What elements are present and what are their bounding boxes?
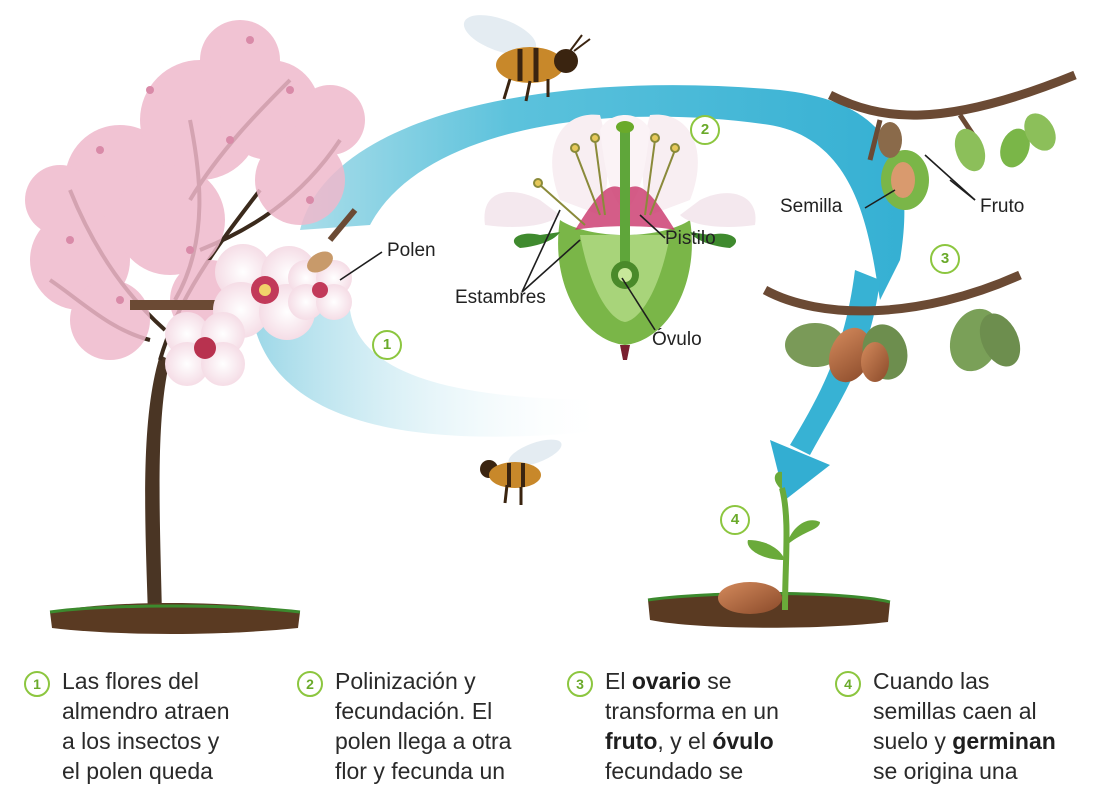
caption-step-3: 3 El ovario se transforma en un fruto, y… (605, 666, 865, 786)
caption-number: 1 (24, 671, 50, 697)
label-fruto: Fruto (980, 196, 1024, 218)
badge-step-2: 2 (690, 115, 720, 145)
bee-top (459, 7, 590, 101)
caption-number: 2 (297, 671, 323, 697)
badge-step-3: 3 (930, 244, 960, 274)
label-pistilo: Pistilo (665, 228, 716, 250)
caption-number: 4 (835, 671, 861, 697)
badge-step-1: 1 (372, 330, 402, 360)
pollination-diagram: Polen Pistilo Estambres Óvulo Semilla Fr… (0, 0, 1107, 640)
label-polen: Polen (387, 240, 436, 262)
badge-step-4: 4 (720, 505, 750, 535)
seedling (648, 472, 890, 628)
caption-number: 3 (567, 671, 593, 697)
caption-step-2: 2 Polinización y fecundación. El polen l… (335, 666, 595, 786)
label-ovulo: Óvulo (652, 329, 702, 351)
branch-almonds (765, 275, 1028, 388)
label-semilla: Semilla (780, 196, 842, 218)
step-captions: 1 Las flores del almendro atraen a los i… (0, 660, 1107, 790)
bee-bottom (480, 434, 565, 505)
caption-step-4: 4 Cuando las semillas caen al suelo y ge… (873, 666, 1107, 786)
tree-trunk (145, 355, 170, 615)
caption-step-1: 1 Las flores del almendro atraen a los i… (62, 666, 322, 786)
diagram-illustration (0, 0, 1107, 640)
label-estambres: Estambres (455, 287, 546, 309)
